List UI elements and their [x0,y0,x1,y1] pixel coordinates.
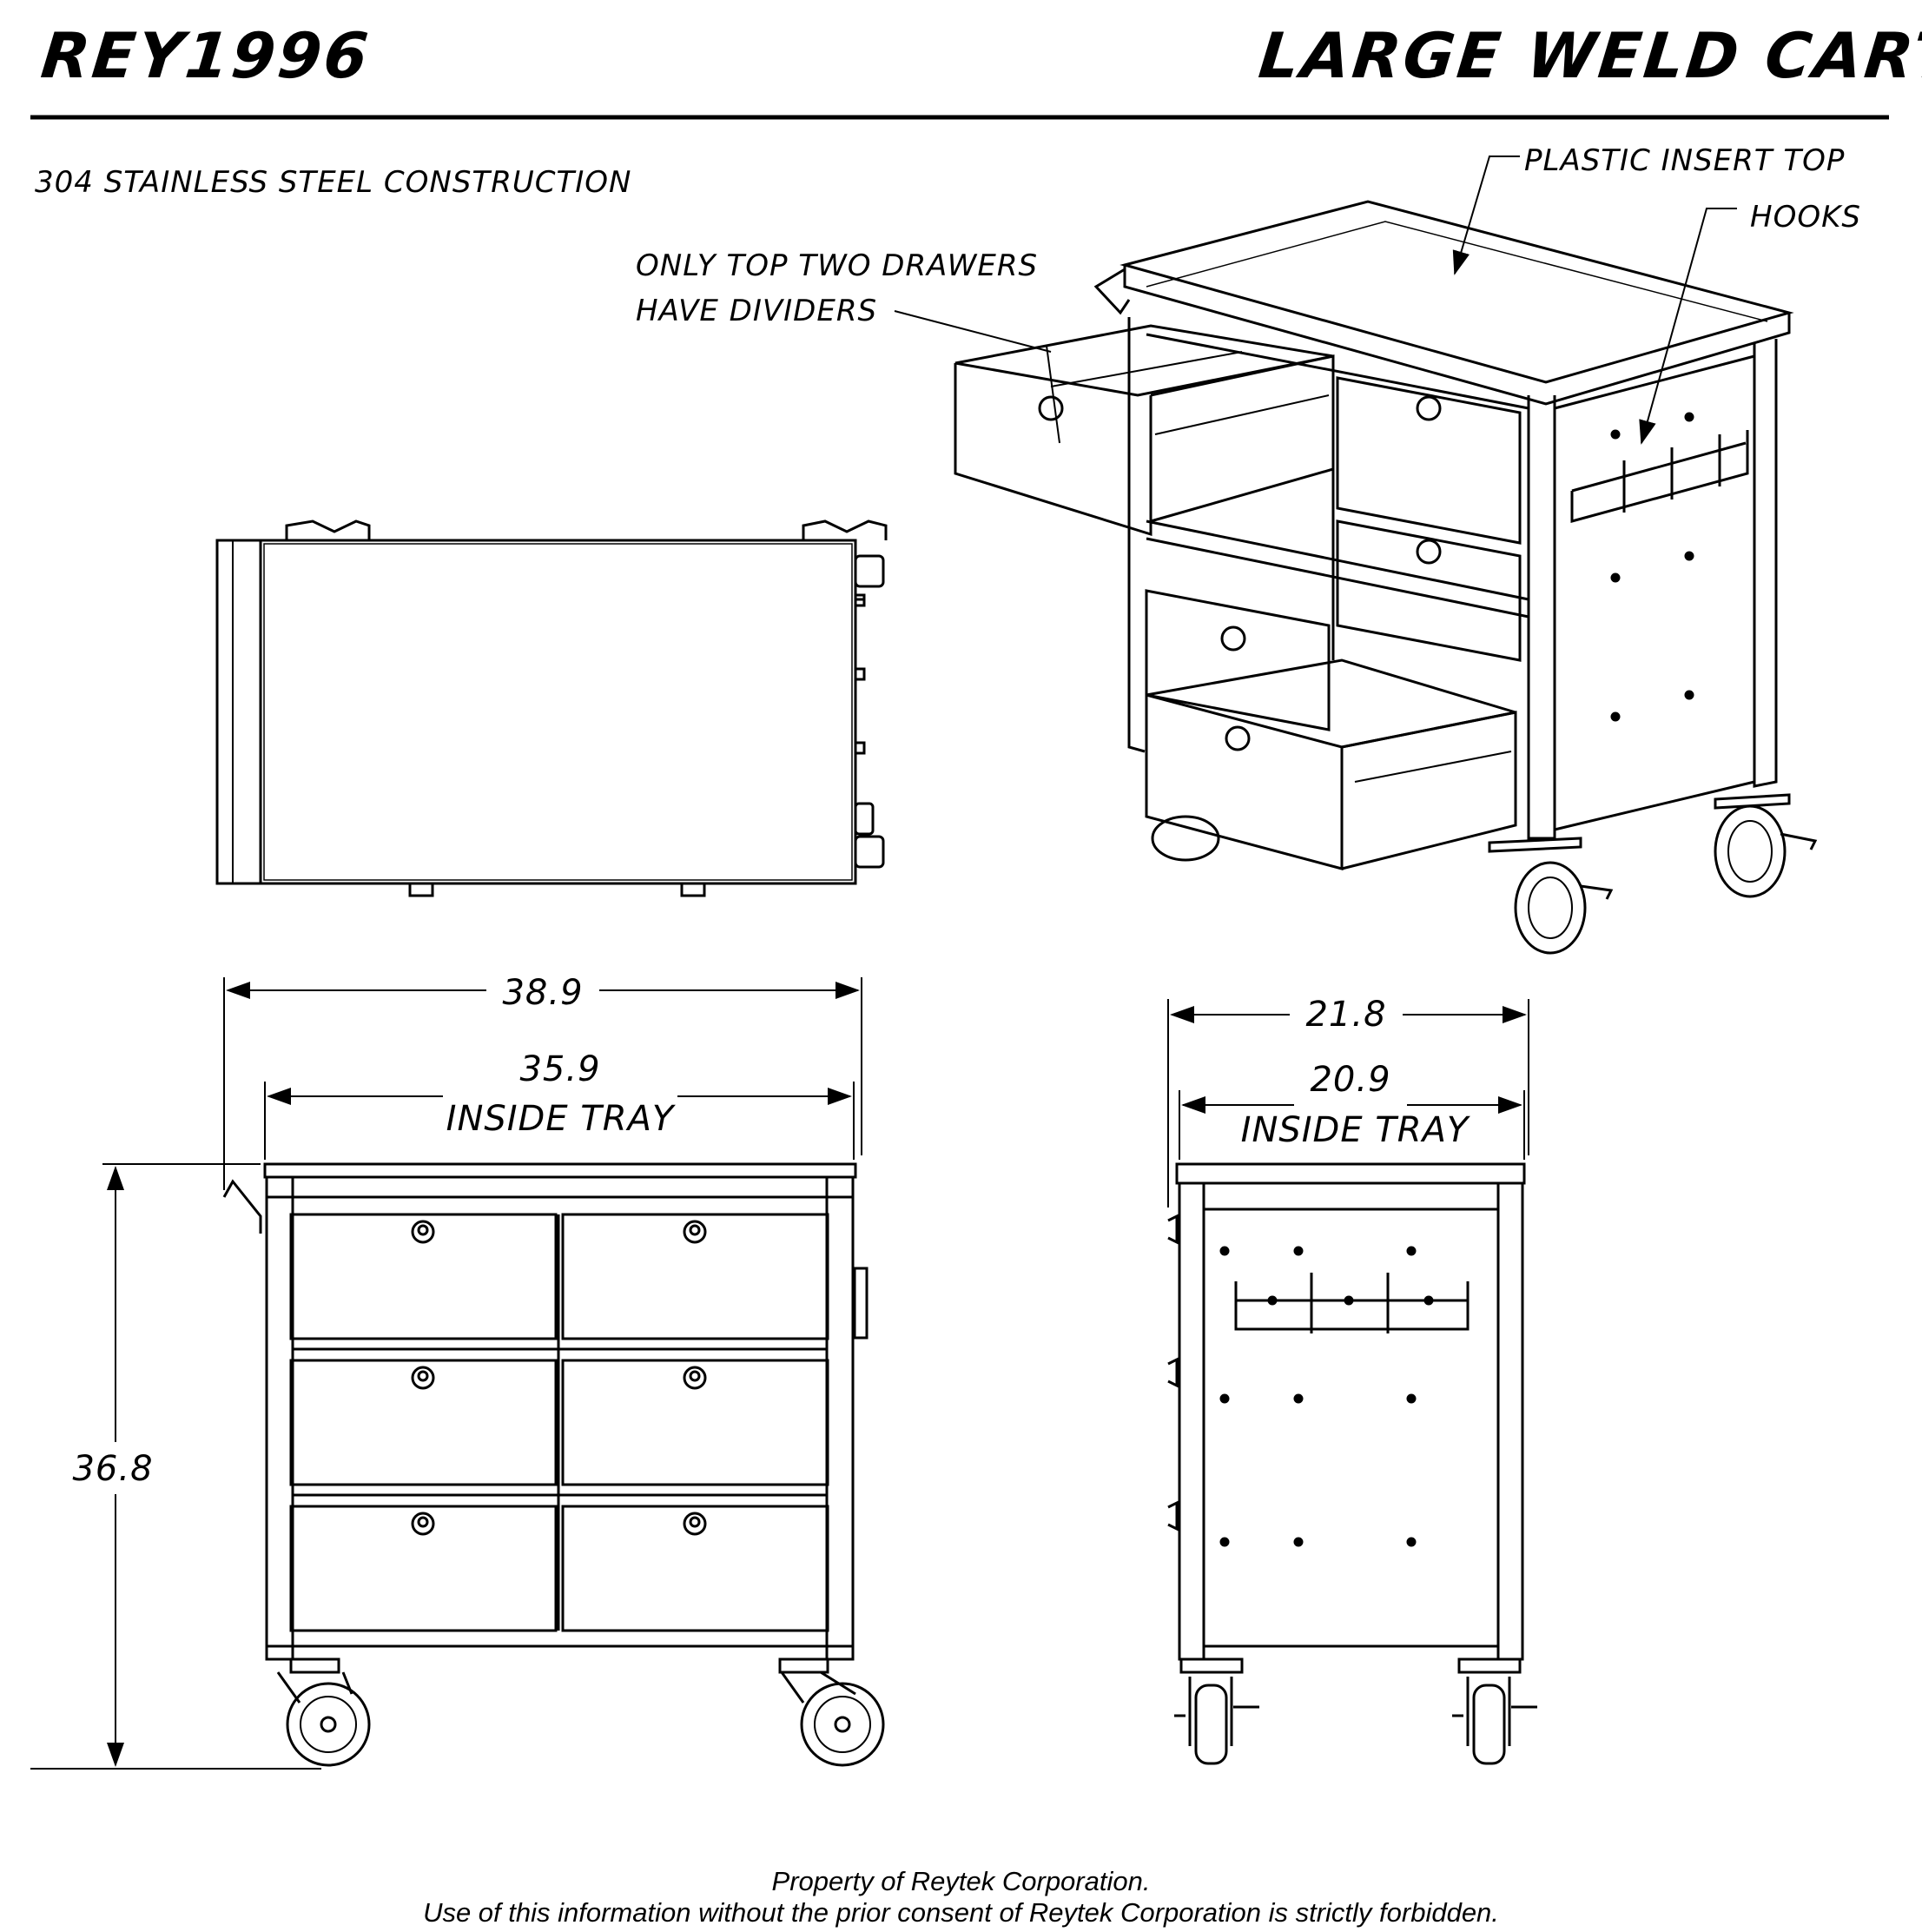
front-drawer-3 [289,1359,558,1486]
dividers-callout-line2: HAVE DIVIDERS [636,294,878,328]
footer-line1: Property of Reytek Corporation. [771,1866,1151,1896]
dividers-callout-line1: ONLY TOP TWO DRAWERS [636,248,1039,283]
front-drawer-6 [561,1505,829,1632]
isometric-view [894,155,1818,955]
overall-width-dimension: 38.9 [502,973,584,1013]
front-drawer-1 [289,1213,558,1340]
front-drawer-2 [561,1213,829,1340]
top-view [215,519,888,897]
front-view [222,1162,885,1767]
side-view [1167,1162,1537,1765]
plastic-top-callout: PLASTIC INSERT TOP [1524,143,1846,178]
overall-depth-dimension: 21.8 [1305,995,1387,1035]
front-drawer-4 [561,1359,829,1486]
front-drawer-5 [289,1505,558,1632]
front-dimensions [30,977,862,1770]
inside-tray-width-dimension: 35.9 [519,1049,601,1089]
footer-line2: Use of this information without the prio… [423,1897,1499,1928]
inside-tray-label-front: INSIDE TRAY [446,1099,675,1139]
hooks-callout: HOOKS [1750,200,1861,235]
height-dimension: 36.8 [72,1449,154,1489]
inside-tray-label-side: INSIDE TRAY [1240,1110,1470,1150]
material-note: 304 STAINLESS STEEL CONSTRUCTION [35,165,632,200]
side-dimensions [1167,999,1529,1208]
inside-tray-depth-dimension: 20.9 [1310,1060,1391,1100]
